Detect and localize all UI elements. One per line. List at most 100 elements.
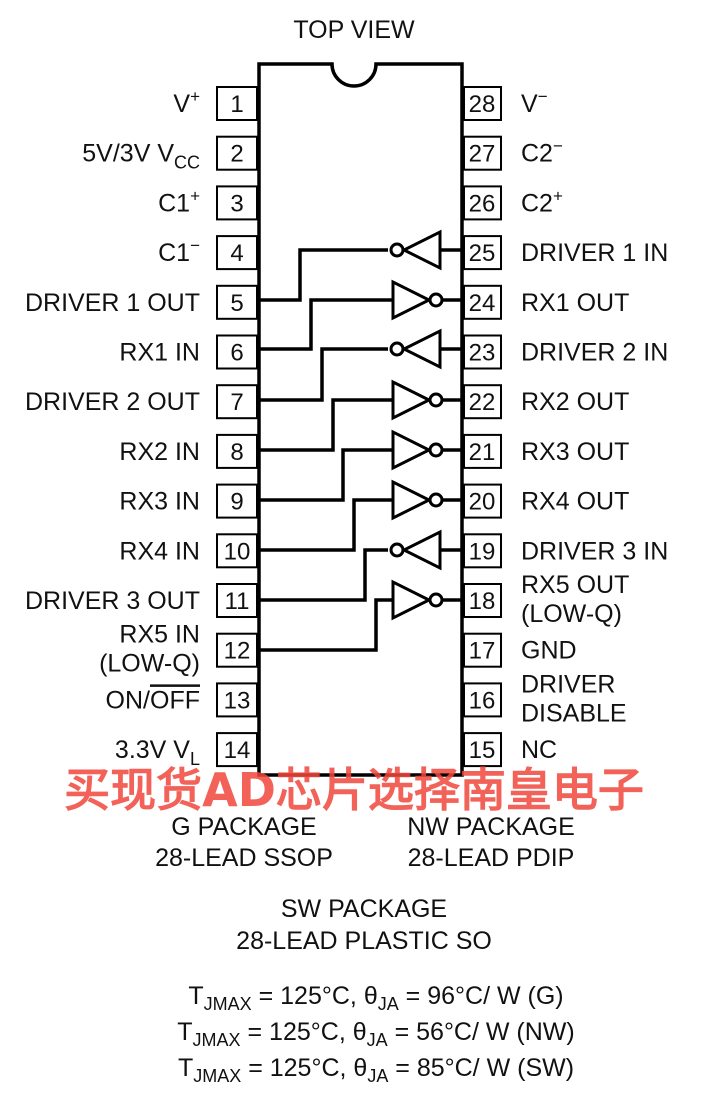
- left-pin-label: ON/OFF: [106, 686, 200, 714]
- pin-box: [216, 682, 258, 718]
- pin-number: 25: [469, 240, 496, 267]
- pin-box: [463, 632, 502, 668]
- inverter-bubble: [389, 341, 405, 357]
- left-pin-label: 5V/3V VCC: [82, 140, 200, 173]
- pin-box: [216, 334, 258, 370]
- left-pin-label: C1−: [158, 236, 200, 267]
- pin-box: [463, 384, 502, 420]
- pin-number: 24: [469, 290, 496, 317]
- thermal-line: TJMAX = 125°C, θJA = 96°C/ W (G): [188, 982, 563, 1014]
- pin-number: 8: [230, 439, 243, 466]
- buffer-triangle: [400, 229, 442, 271]
- driver-3-gate: [389, 529, 442, 571]
- pin-number: 12: [224, 638, 251, 665]
- right-pin-label: DRIVER 2 IN: [521, 339, 668, 367]
- pin-box: [463, 135, 502, 171]
- pin-3: 3C1+: [158, 185, 258, 221]
- wire-rx-2: [259, 398, 393, 452]
- nw-package-lead: 28-LEAD PDIP: [408, 844, 575, 872]
- pin-box: [216, 384, 258, 420]
- pin-box: [216, 583, 258, 618]
- sw-package-lead: 28-LEAD PLASTIC SO: [236, 927, 492, 955]
- right-pin-label: RX3 OUT: [521, 438, 629, 466]
- pin-2: 2 5V/3V VCC: [82, 135, 258, 173]
- rx-5-gate: [391, 579, 444, 621]
- wire-rx-5: [259, 598, 393, 652]
- wire-rx-3: [259, 448, 393, 502]
- wire-driver-2: [259, 347, 388, 402]
- buffer-triangle: [391, 579, 433, 621]
- internal-wiring: [259, 248, 462, 652]
- inverter-bubble: [428, 392, 444, 408]
- watermark-text: 买现货AD芯片选择南皇电子: [64, 763, 644, 817]
- pin-box: [216, 632, 258, 668]
- right-pin-label: RX4 OUT: [521, 488, 629, 516]
- pin-box: [463, 533, 502, 569]
- pin-box: [216, 433, 258, 469]
- pin-number: 9: [230, 489, 243, 516]
- right-pin-label: C2−: [521, 137, 563, 168]
- pin-box: [216, 483, 258, 519]
- pin-box: [463, 583, 502, 618]
- pin-27: 27 C2−: [463, 135, 563, 171]
- pin-number: 27: [469, 141, 496, 168]
- right-pin-label: DRIVER: [521, 670, 615, 698]
- pin-number: 16: [469, 687, 496, 714]
- sw-package-label: SW PACKAGE: [281, 895, 447, 923]
- inverter-bubble: [389, 542, 405, 558]
- pin-box: [463, 284, 502, 320]
- pin-box: [463, 433, 502, 469]
- buffer-triangle: [391, 279, 433, 321]
- rx-2-gate: [391, 379, 444, 421]
- right-pin-label: RX1 OUT: [521, 289, 629, 317]
- right-pin-label: RX2 OUT: [521, 388, 629, 416]
- pin-box: [463, 86, 502, 121]
- ic-body: [257, 62, 464, 777]
- left-pin-label: RX3 IN: [119, 488, 200, 516]
- pin-number: 13: [224, 687, 251, 714]
- wire-rx-1: [259, 298, 393, 351]
- pin-13: 13 ON/OFF: [106, 682, 258, 718]
- pin-box: [216, 185, 258, 221]
- pin-1: 1V+: [173, 86, 258, 121]
- right-pin-label: RX5 OUT: [521, 571, 629, 599]
- pin-number: 20: [469, 489, 496, 516]
- g-package-label: G PACKAGE: [171, 813, 316, 841]
- pin-number: 4: [230, 240, 243, 267]
- right-pin-label: V−: [521, 87, 548, 118]
- pin-20: 20 RX4 OUT: [463, 483, 629, 519]
- inverter-bubble: [389, 242, 405, 258]
- thermal-line: TJMAX = 125°C, θJA = 56°C/ W (NW): [177, 1018, 574, 1050]
- pin-box: [216, 533, 258, 569]
- buffer-triangle: [400, 529, 442, 571]
- pin-box: [463, 732, 502, 768]
- pin-number: 11: [225, 588, 250, 615]
- right-pin-label: DRIVER 1 IN: [521, 239, 668, 267]
- pin-9: 9 RX3 IN: [119, 483, 258, 519]
- pin-number: 22: [469, 389, 496, 416]
- pin-box: [463, 185, 502, 221]
- pin-22: 22 RX2 OUT: [463, 384, 629, 420]
- pin-number: 2: [230, 141, 243, 168]
- thermal-line: TJMAX = 125°C, θJA = 85°C/ W (SW): [178, 1054, 574, 1086]
- right-pin-label-2: DISABLE: [521, 699, 627, 727]
- pin-box: [463, 235, 502, 271]
- inverter-bubble: [428, 492, 444, 508]
- driver-1-gate: [389, 229, 442, 271]
- inverter-bubble: [428, 442, 444, 458]
- pin-number: 26: [469, 190, 496, 217]
- pin-number: 14: [224, 737, 251, 764]
- buffer-triangle: [400, 328, 442, 370]
- pin-box: [463, 483, 502, 519]
